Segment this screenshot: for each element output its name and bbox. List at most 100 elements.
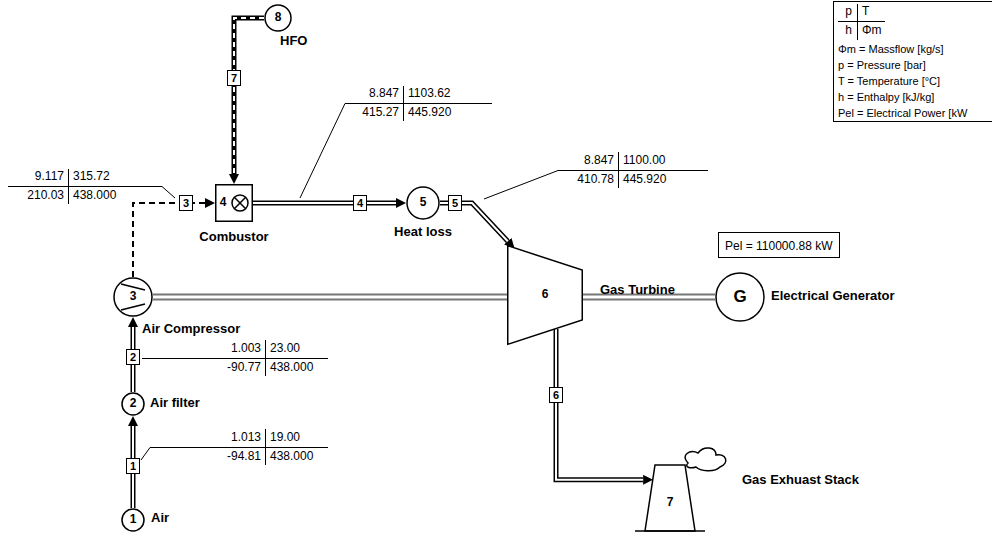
burner-symbol	[232, 195, 248, 211]
legend-text: h = Enthalpy [kJ/kg]	[838, 91, 934, 104]
table-rule	[8, 186, 162, 187]
table-rule	[558, 170, 708, 171]
node-outline	[716, 273, 764, 321]
node-label: 8	[275, 11, 282, 25]
heat-loss-circle: 5Heat loss	[406, 186, 440, 220]
table-rule	[345, 103, 492, 104]
connector-core	[234, 18, 264, 174]
stream-number: 4	[353, 195, 367, 211]
flow-pipe	[234, 18, 264, 174]
legend-text: Φm	[862, 24, 882, 38]
shaft-connector	[153, 297, 507, 298]
legend-text: Φm = Massflow [kg/s]	[838, 43, 944, 56]
connector-line	[153, 294, 507, 301]
node-label: 2	[130, 397, 137, 411]
node-outline	[122, 509, 144, 531]
flow-pipe	[556, 329, 643, 480]
connector-line	[253, 201, 396, 206]
stream-number: 3	[179, 195, 193, 211]
stream-number: 1	[126, 458, 140, 474]
table-cell: 9.117	[35, 170, 64, 184]
table-divider	[265, 429, 266, 465]
stream-number: 7	[227, 70, 241, 86]
table-cell: 315.72	[73, 170, 110, 184]
node-label: Pel = 110000.88 kW	[725, 239, 833, 253]
table-cell: -90.77	[227, 361, 261, 375]
smoke-cloud	[685, 448, 726, 471]
shape-outline	[630, 445, 735, 532]
node-title: Air	[151, 511, 169, 526]
legend-text: p = Pressure [bar]	[838, 59, 926, 72]
node-label: 1	[130, 513, 137, 527]
table-cell: 438.000	[270, 450, 313, 464]
compressor-blade-line	[121, 304, 145, 310]
table-cell: 1.013	[231, 431, 261, 445]
legend-text: T = Temperature [°C]	[838, 75, 940, 88]
node-title: HFO	[280, 34, 307, 49]
source-circle: 1Air	[121, 508, 145, 532]
node-outline	[216, 185, 253, 222]
leader-line	[300, 104, 345, 199]
generator-symbol: GElectrical Generator	[715, 272, 765, 322]
connector-line	[133, 203, 205, 277]
legend-text: Pel = Electrical Power [kW	[838, 107, 967, 120]
table-cell: 445.920	[408, 106, 451, 120]
table-cell: -94.81	[227, 450, 261, 464]
node-title: Gas Turbine	[600, 283, 675, 298]
table-cell: 438.000	[270, 361, 313, 375]
flow-pipe	[133, 203, 205, 277]
flow-pipe	[253, 203, 396, 204]
node-label: 5	[420, 196, 427, 210]
node-title: Heat loss	[394, 225, 452, 240]
node-title: Air filter	[150, 396, 200, 411]
node-outline	[122, 393, 144, 415]
power-box: Pel = 110000.88 kW	[718, 232, 840, 258]
leader-line	[484, 171, 558, 200]
node-label: 4	[220, 196, 227, 210]
table-cell: 19.00	[270, 431, 300, 445]
table-cell: 8.847	[369, 87, 399, 101]
table-rule	[142, 358, 328, 359]
table-rule	[838, 21, 885, 22]
legend-box	[834, 2, 992, 122]
table-cell: 1103.62	[408, 87, 451, 101]
connector-line	[556, 329, 643, 480]
table-divider	[265, 340, 266, 376]
connector-line	[234, 18, 264, 174]
fuel-source-circle: 8HFO	[264, 4, 292, 32]
turbine-symbol: 6Gas Turbine	[507, 245, 583, 345]
combustor-box: 4Combustor	[215, 184, 253, 222]
node-title: Combustor	[199, 230, 268, 245]
legend-text: T	[862, 5, 869, 19]
node-label: G	[733, 287, 746, 307]
node-title: Electrical Generator	[771, 289, 895, 304]
node-title: Gas Exhuast Stack	[742, 473, 859, 488]
table-cell: 23.00	[270, 342, 300, 356]
leader-line	[141, 448, 150, 461]
table-cell: 1.003	[231, 342, 261, 356]
table-cell: 8.847	[584, 154, 614, 168]
table-cell: 410.78	[577, 173, 614, 187]
node-label: 7	[667, 496, 674, 510]
legend-text: p	[845, 5, 852, 19]
table-divider	[618, 152, 619, 188]
table-rule	[150, 447, 328, 448]
table-divider	[403, 86, 404, 121]
burner-cross	[234, 197, 245, 208]
node-title: Air Compressor	[142, 322, 240, 337]
table-divider	[68, 169, 69, 204]
stream-number: 6	[549, 387, 563, 403]
table-cell: 415.27	[362, 106, 399, 120]
compressor-symbol: 3Air Compressor	[113, 277, 153, 317]
table-cell: 210.03	[27, 189, 64, 203]
node-outline	[645, 465, 695, 531]
node-outline	[407, 187, 439, 219]
table-cell: 445.920	[623, 173, 666, 187]
table-cell: 1100.00	[623, 154, 666, 168]
table-divider	[857, 4, 858, 40]
leader-line	[162, 187, 175, 199]
connector-core	[253, 202, 396, 204]
ground-line	[635, 530, 705, 532]
